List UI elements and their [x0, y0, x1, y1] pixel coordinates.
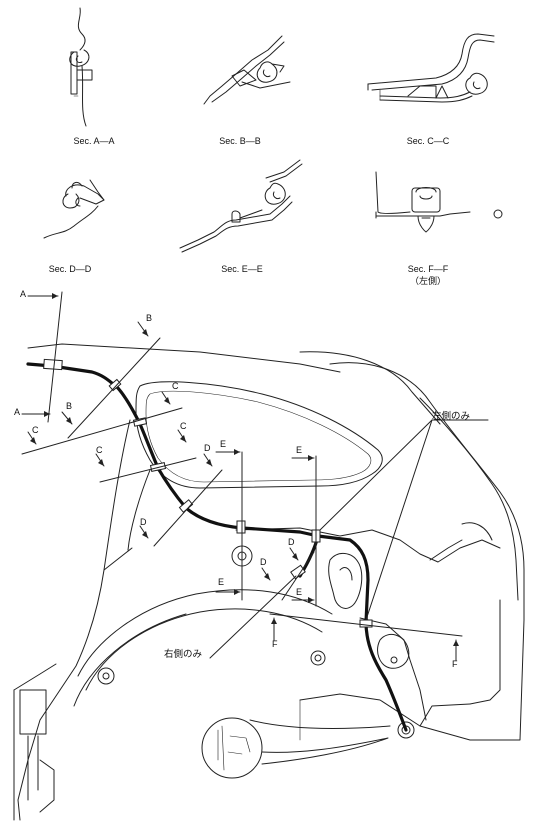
caption-text: Sec. A—A: [73, 136, 115, 146]
cut-label-d-lower-right: D: [288, 537, 295, 547]
section-a-a-detail: [69, 7, 93, 127]
caption-sec-b-b: Sec. B—B: [210, 136, 270, 146]
caption-sec-c-c: Sec. C—C: [398, 136, 458, 146]
caption-sec-e-e: Sec. E—E: [212, 264, 272, 274]
cut-label-b-top: B: [146, 313, 153, 323]
cut-label-e-right-bottom: E: [296, 587, 303, 597]
note-left-side-only: 左側のみ: [432, 411, 471, 422]
cut-label-e-left-bottom: E: [218, 577, 225, 587]
section-d-d-detail: [43, 179, 105, 239]
cut-label-f-right: F: [452, 659, 458, 669]
cut-label-c-upper-right: C: [172, 381, 179, 391]
caption-sec-d-d: Sec. D—D: [40, 264, 100, 274]
note-right-side-only: 右側のみ: [164, 649, 203, 660]
cut-label-d-upper-right: D: [204, 443, 211, 453]
caption-text: Sec. F—F: [407, 264, 449, 274]
cut-label-c-lower-right: C: [180, 421, 187, 431]
cut-label-a-bottom: A: [14, 407, 21, 417]
caption-subtext: （左側）: [409, 276, 446, 286]
cut-label-f-left: F: [272, 639, 278, 649]
cut-label-c-upper-left: C: [32, 425, 39, 435]
section-b-b-detail: [203, 35, 291, 105]
wiring-harness: [26, 358, 408, 732]
cut-label-a-top: A: [20, 289, 27, 299]
section-cut-lines: [21, 291, 489, 661]
section-f-f-detail: [375, 171, 503, 233]
cut-label-d-lower-left: D: [260, 557, 267, 567]
cut-label-c-lower-left: C: [96, 445, 103, 455]
caption-sec-a-a: Sec. A—A: [64, 136, 124, 146]
caption-text: Sec. E—E: [221, 264, 263, 274]
body-panel-outline: [13, 343, 525, 821]
cut-label-e-right-top: E: [296, 445, 303, 455]
caption-text: Sec. D—D: [48, 264, 92, 274]
caption-text: Sec. B—B: [219, 136, 261, 146]
caption-sec-f-f: Sec. F—F （左側）: [398, 264, 458, 287]
cut-label-e-left-top: E: [220, 439, 227, 449]
section-c-c-detail: [367, 33, 495, 103]
caption-text: Sec. C—C: [406, 136, 450, 146]
section-e-e-detail: [179, 159, 303, 253]
cut-label-b-bottom: B: [66, 401, 73, 411]
cut-label-d-upper-left: D: [140, 517, 147, 527]
